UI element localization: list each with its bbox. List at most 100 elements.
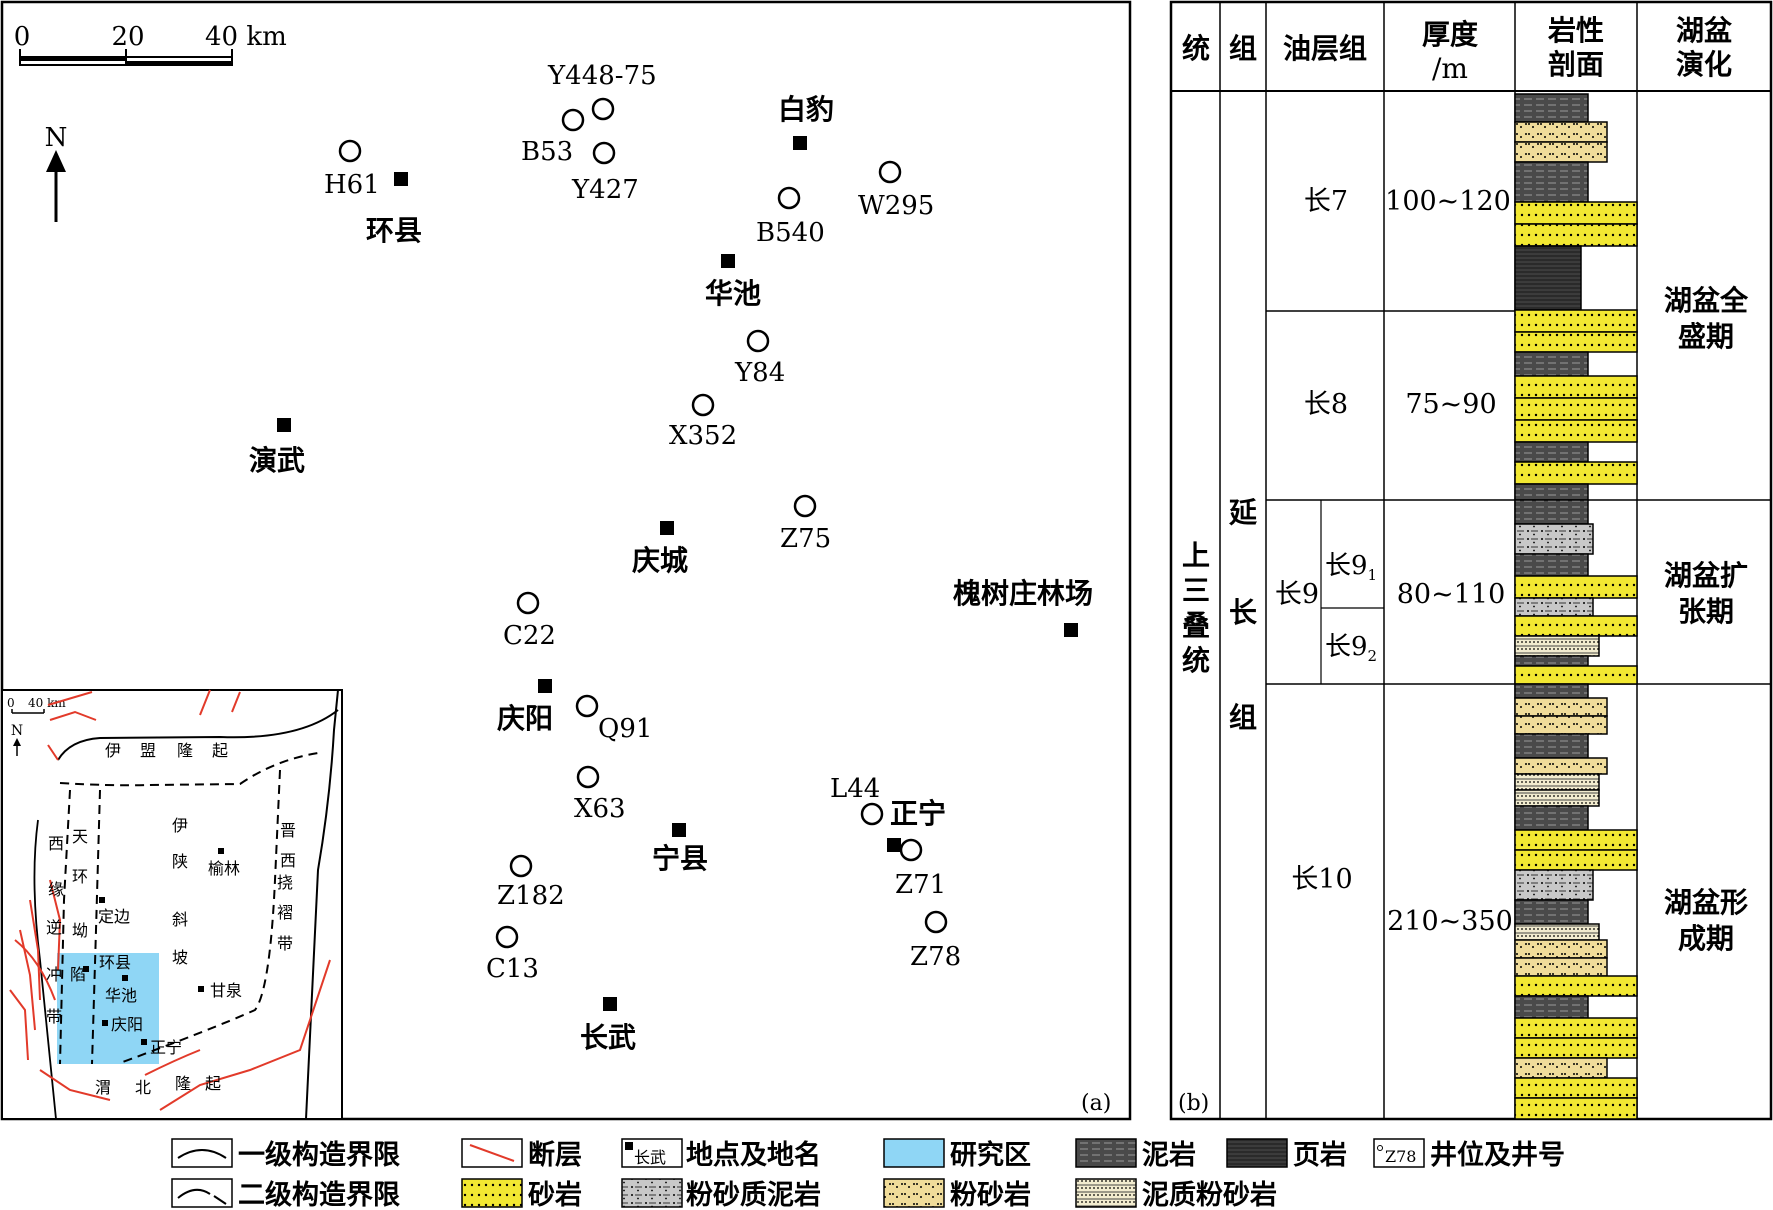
well-icon <box>495 925 519 949</box>
litho-muddy-siltstone <box>1514 789 1600 807</box>
scale-bar: 0 20 40 km <box>14 22 287 66</box>
scale-tick-40: 40 km <box>205 22 287 52</box>
unit-char: 隆 <box>177 741 193 760</box>
inset-town: 庆阳 <box>111 1015 143 1034</box>
litho-sandstone <box>1514 223 1638 247</box>
inset-north-icon: N <box>11 723 23 756</box>
formation-char: 延 <box>1228 496 1258 529</box>
town-icon <box>102 1020 108 1026</box>
inset-map: 0 40 km N <box>1 689 343 1120</box>
place-marker: 槐树庄林场 <box>953 577 1093 637</box>
evolution-line: 张期 <box>1678 595 1734 628</box>
well-icon <box>575 694 599 718</box>
well-marker: X352 <box>669 393 737 451</box>
unit-char: 起 <box>212 741 228 760</box>
litho-mudstone <box>1514 995 1589 1019</box>
place-marker: 长武 <box>580 997 636 1054</box>
litho-shale <box>1514 245 1582 311</box>
place-marker: 华池 <box>705 254 761 310</box>
oil-group-name: 长10 <box>1291 864 1352 895</box>
legend-item: 粉砂岩 <box>883 1178 1031 1210</box>
well-marker: Z75 <box>780 494 831 554</box>
header-thickness: 厚度 <box>1422 18 1478 51</box>
litho-sandstone <box>1514 975 1638 997</box>
litho-sandstone <box>1514 1097 1638 1120</box>
evolution-line: 成期 <box>1678 922 1734 955</box>
legend-label: 粉砂质泥岩 <box>686 1180 821 1210</box>
place-icon <box>603 997 617 1011</box>
oil-group-name: 长8 <box>1304 389 1348 420</box>
well-label: Y427 <box>571 175 639 205</box>
evolution-line: 湖盆全 <box>1664 284 1749 317</box>
first-order-boundary <box>57 709 339 761</box>
header-lithology: 岩性 <box>1547 14 1604 47</box>
oil-group-name: 长7 <box>1304 186 1348 217</box>
litho-muddy-siltstone <box>1514 635 1600 657</box>
inset-town: 定边 <box>98 907 130 926</box>
north-arrow-label: N <box>45 123 68 153</box>
litho-sandstone <box>1514 419 1638 443</box>
header-evolution: 湖盆 <box>1676 14 1733 47</box>
inset-town: 正宁 <box>150 1038 182 1057</box>
litho-siltstone <box>1514 957 1608 977</box>
well-icon <box>878 160 902 184</box>
well-icon <box>924 910 948 934</box>
header-series: 统 <box>1182 32 1210 65</box>
unit-char: 伊 <box>172 816 188 835</box>
place-marker: 演武 <box>249 418 305 477</box>
litho-muddy-siltstone <box>1514 923 1600 941</box>
litho-mudstone <box>1514 499 1589 525</box>
well-marker: Z78 <box>910 910 961 972</box>
well-label: X352 <box>669 421 737 451</box>
place-icon <box>887 838 901 852</box>
well-marker: W295 <box>858 160 934 221</box>
unit-char: 环 <box>72 867 88 886</box>
oil-groups: 长7 100~120 长8 75~90 长9 80~110 长10 210~35… <box>1275 186 1513 937</box>
legend-item: 页岩 <box>1226 1138 1347 1171</box>
legend-label: 砂岩 <box>528 1180 582 1210</box>
stratigraphic-column: 统 组 油层组 厚度 /m 岩性 剖面 湖盆 演化 上 三 叠 统 延 长 组 … <box>1169 0 1773 1121</box>
header-thickness-unit: /m <box>1432 52 1468 85</box>
inset-town: 榆林 <box>208 859 240 878</box>
thickness-value: 210~350 <box>1387 906 1513 937</box>
place-marker: 白豹 <box>778 93 834 150</box>
well-label: L44 <box>830 774 880 804</box>
first-order-boundary <box>33 819 57 1120</box>
inset-unit-labels: 伊 盟 隆 起 伊 陕 斜 坡 晋 西 挠 褶 带 西 缘 逆 冲 带 天 环 … <box>46 741 296 1097</box>
litho-muddy-siltstone <box>1514 773 1600 791</box>
legend-label: 页岩 <box>1293 1140 1347 1171</box>
well-icon <box>592 141 616 165</box>
litho-siltstone <box>1514 697 1608 717</box>
unit-char: 晋 <box>280 821 296 840</box>
header-evolution-2: 演化 <box>1676 48 1732 81</box>
unit-char: 挠 <box>277 873 293 892</box>
header-lithology-2: 剖面 <box>1548 48 1604 81</box>
legend-icon-study-area <box>883 1138 945 1168</box>
faults <box>9 689 331 1111</box>
legend-label: 一级构造界限 <box>238 1139 400 1171</box>
litho-sandstone <box>1514 1037 1638 1059</box>
place-label: 正宁 <box>890 797 946 830</box>
place-marker: 庆城 <box>632 521 688 577</box>
inset-north-label: N <box>11 723 23 739</box>
well-icon <box>591 97 615 121</box>
town-icon <box>198 986 204 992</box>
place-icon <box>394 172 408 186</box>
formation-value: 延 长 组 <box>1228 496 1258 734</box>
basin-evolution: 湖盆全 盛期 湖盆扩 张期 湖盆形 成期 <box>1664 284 1749 955</box>
litho-sandstone <box>1514 397 1638 421</box>
legend-label: 井位及井号 <box>1430 1139 1565 1171</box>
legend-icon-dashed-curve <box>171 1178 233 1208</box>
litho-siltstone <box>1514 1057 1608 1079</box>
inset-town: 华池 <box>105 986 137 1005</box>
unit-char: 陕 <box>172 852 188 871</box>
litho-sandstone <box>1514 461 1638 485</box>
well-label: Y448-75 <box>547 61 657 91</box>
well-marker: X63 <box>574 765 626 824</box>
well-marker: H61 <box>324 139 380 200</box>
unit-char: 坳 <box>72 921 88 940</box>
place-label: 环县 <box>366 214 422 247</box>
well-icon <box>509 854 533 878</box>
well-marker: B53 <box>521 108 585 167</box>
legend-label: 泥岩 <box>1142 1140 1196 1171</box>
